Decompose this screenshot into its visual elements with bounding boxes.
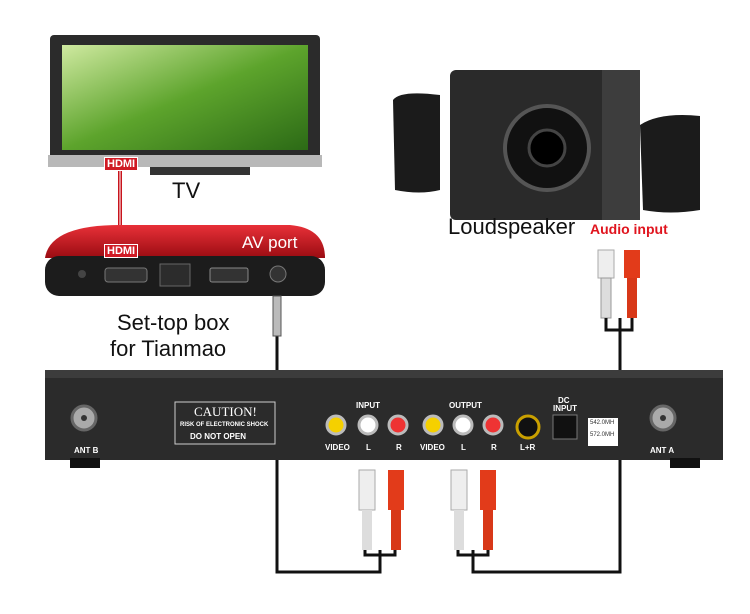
- risk-label: RISK OF ELECTRONIC SHOCK: [180, 422, 269, 428]
- tv: [48, 35, 322, 175]
- do-not-open-label: DO NOT OPEN: [190, 432, 247, 441]
- lr-label: L+R: [520, 443, 536, 452]
- av-port-label: AV port: [242, 233, 298, 252]
- loudspeaker-label: Loudspeaker: [448, 214, 576, 239]
- input-label: INPUT: [356, 401, 380, 410]
- set-top-box-label: Set-top box: [117, 310, 230, 335]
- audio-input-plugs: [597, 249, 640, 319]
- loudspeaker: [393, 70, 700, 220]
- l-in-label: L: [366, 443, 371, 452]
- ant-b-label: ANT B: [74, 446, 99, 455]
- for-tianmao-label: for Tianmao: [110, 336, 227, 361]
- r-in-label: R: [396, 443, 402, 452]
- ant-a-label: ANT A: [650, 446, 675, 455]
- l-out-label: L: [461, 443, 466, 452]
- r-out-label: R: [491, 443, 497, 452]
- hdmi-label-tv: HDMI: [104, 157, 139, 171]
- tv-label: TV: [172, 178, 201, 203]
- video-in-label: VIDEO: [325, 443, 350, 452]
- receiver-rear-panel: [45, 370, 723, 468]
- freq-label-2: 572.0MH: [590, 432, 615, 438]
- dc-input-label: INPUT: [553, 404, 577, 413]
- receiver-plugs: [358, 469, 496, 550]
- output-label: OUTPUT: [449, 401, 482, 410]
- set-top-box: [45, 225, 325, 296]
- hdmi-label-box: HDMI: [104, 244, 139, 258]
- dc-label: DC: [558, 396, 570, 405]
- audio-input-label: Audio input: [590, 221, 668, 237]
- freq-label-1: 542.0MH: [590, 420, 615, 426]
- caution-label: CAUTION!: [194, 404, 257, 419]
- video-out-label: VIDEO: [420, 443, 445, 452]
